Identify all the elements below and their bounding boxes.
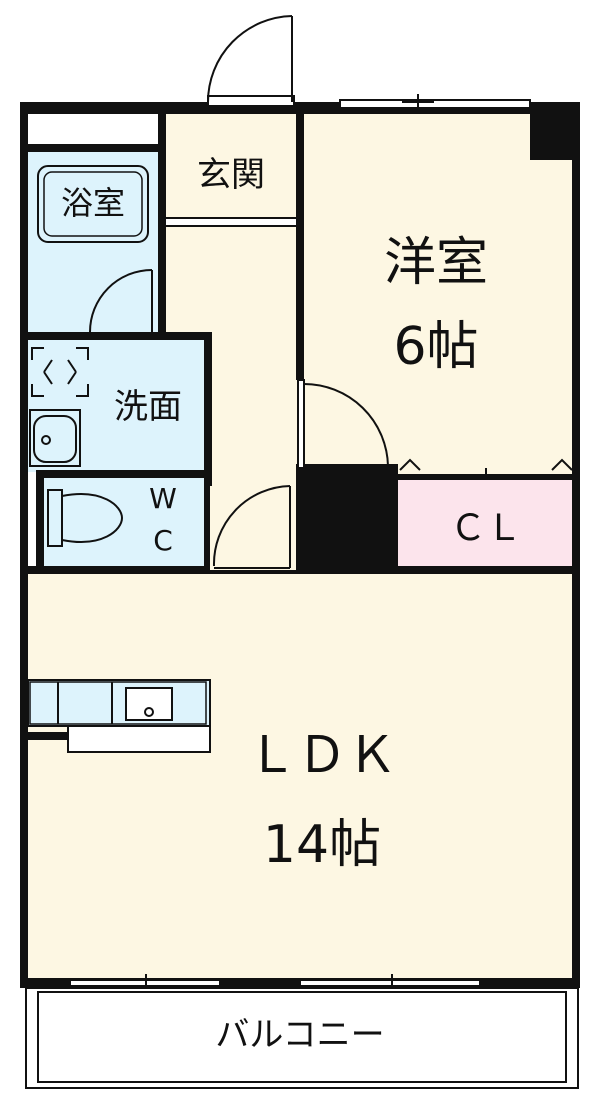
inner-walls bbox=[26, 114, 576, 740]
closet-door-marks bbox=[399, 458, 573, 476]
western-room-label: 洋室 bbox=[384, 233, 488, 293]
floor-western-room bbox=[304, 114, 576, 474]
bath-label: 浴室 bbox=[61, 184, 125, 222]
balcony bbox=[25, 987, 579, 1089]
ldk-size: 14帖 bbox=[263, 815, 381, 875]
bath-door bbox=[89, 269, 153, 334]
washroom-label: 洗面 bbox=[114, 387, 182, 427]
windows bbox=[69, 94, 531, 994]
floor-genkan bbox=[166, 114, 298, 218]
genkan-label: 玄関 bbox=[197, 155, 265, 195]
closet-label: ＣＬ bbox=[450, 508, 522, 549]
ldk-label: ＬＤＫ bbox=[247, 726, 397, 784]
floor-closet bbox=[398, 480, 576, 568]
western-room-door bbox=[297, 379, 389, 469]
entrance-door bbox=[207, 15, 295, 107]
bathtub bbox=[37, 165, 149, 243]
floor-washroom bbox=[26, 340, 208, 472]
floor-wc bbox=[44, 478, 208, 568]
wash-basin bbox=[29, 409, 81, 467]
wc-label-c: C bbox=[153, 524, 173, 557]
western-room-size: 6帖 bbox=[393, 317, 478, 377]
wc-door bbox=[210, 485, 296, 570]
kitchen-counter bbox=[27, 679, 211, 753]
wc-label-w: W bbox=[149, 482, 177, 515]
washer-space bbox=[31, 347, 89, 397]
floor-ldk bbox=[26, 574, 576, 982]
toilet bbox=[47, 489, 124, 547]
balcony-label: バルコニー bbox=[215, 1015, 384, 1055]
